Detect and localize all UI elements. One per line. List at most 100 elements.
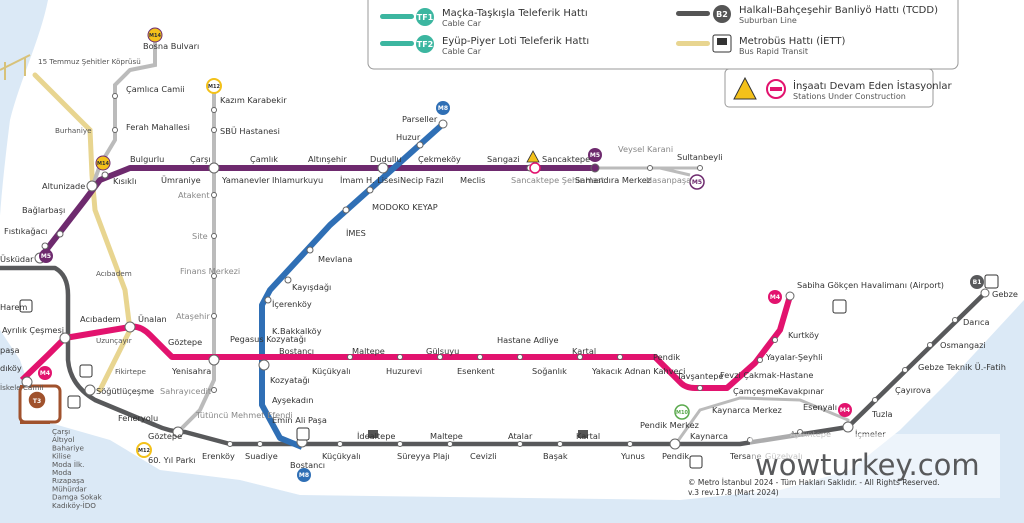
svg-text:dıköy: dıköy — [0, 363, 22, 373]
svg-text:Suadiye: Suadiye — [245, 451, 278, 461]
m5-line — [37, 165, 595, 260]
svg-text:İçerenköy: İçerenköy — [272, 299, 312, 309]
svg-text:Samandıra Merkez: Samandıra Merkez — [575, 175, 651, 185]
svg-text:M4: M4 — [40, 370, 50, 377]
svg-text:Harem: Harem — [0, 302, 27, 312]
svg-text:Kayışdağı: Kayışdağı — [292, 282, 331, 292]
svg-text:Yayalar-Şeyhli: Yayalar-Şeyhli — [765, 352, 823, 362]
svg-text:Atakent: Atakent — [178, 190, 210, 200]
tf2-code: TF2 — [417, 40, 434, 49]
svg-text:Altınşehir: Altınşehir — [308, 154, 347, 164]
svg-text:Çekmeköy: Çekmeköy — [418, 154, 461, 164]
svg-text:Gülsuyu: Gülsuyu — [426, 346, 459, 356]
svg-text:M4: M4 — [840, 407, 850, 414]
svg-text:M12: M12 — [208, 84, 220, 90]
no-entry-icon-sancaktepe — [529, 162, 541, 174]
svg-text:Kozyatağı: Kozyatağı — [270, 375, 310, 385]
svg-text:Küçükyalı: Küçükyalı — [322, 451, 361, 461]
svg-text:Erenköy: Erenköy — [202, 451, 235, 461]
svg-text:M5: M5 — [41, 253, 51, 260]
svg-text:Kartal: Kartal — [576, 431, 600, 441]
legend-panel: TF1 Maçka-Taşkışla Teleferik Hattı Cable… — [367, 0, 959, 70]
watermark: wowturkey.com — [755, 448, 980, 482]
t3-stop-label: Mühürdar — [52, 484, 87, 493]
svg-text:Kavakpınar: Kavakpınar — [778, 386, 825, 396]
t3-stop-label: Moda — [52, 468, 72, 477]
construction-subtitle: Stations Under Construction — [793, 92, 906, 101]
svg-text:Bostancı: Bostancı — [290, 460, 325, 470]
svg-text:M5: M5 — [692, 179, 702, 186]
t3-stop-label: Rızapaşa — [52, 476, 84, 485]
svg-text:Bulgurlu: Bulgurlu — [130, 154, 164, 164]
b2-code: B2 — [716, 10, 728, 19]
svg-text:Çayırova: Çayırova — [895, 385, 931, 395]
svg-text:Tuzla: Tuzla — [871, 409, 893, 419]
tf1-title: Maçka-Taşkışla Teleferik Hattı — [442, 8, 588, 19]
svg-text:M14: M14 — [97, 161, 109, 167]
svg-text:Sancaktepe: Sancaktepe — [542, 154, 590, 164]
construction-warning-icon — [733, 76, 757, 100]
construction-legend: İnşaatı Devam Eden İstasyonlar Stations … — [724, 68, 952, 108]
svg-text:Küçükyalı: Küçükyalı — [312, 366, 351, 376]
bridge-icon — [0, 54, 31, 80]
svg-text:Maltepe: Maltepe — [352, 346, 385, 356]
svg-text:Gebze: Gebze — [992, 289, 1018, 299]
t3-stop-label: Damga Sokak — [52, 493, 103, 502]
svg-text:Kazım Karabekir: Kazım Karabekir — [220, 95, 287, 105]
svg-text:Burhaniye: Burhaniye — [55, 126, 92, 135]
bosphorus-water — [0, 0, 48, 300]
svg-text:Kartal: Kartal — [572, 346, 596, 356]
svg-text:Pegasus Kozyatağı: Pegasus Kozyatağı — [230, 334, 306, 344]
tf1-code: TF1 — [417, 13, 434, 22]
svg-text:Yenisahra: Yenisahra — [171, 366, 211, 376]
svg-text:Acıbadem: Acıbadem — [80, 314, 121, 324]
ferry-icon-harem — [19, 299, 33, 313]
train-icon-gebze — [984, 274, 999, 289]
svg-text:Huzur: Huzur — [396, 132, 421, 142]
marmara-water — [0, 300, 1024, 523]
bus-icon-sogutlu — [79, 364, 93, 378]
svg-text:Uzunçayır: Uzunçayır — [96, 336, 132, 345]
tf1-badge — [416, 8, 434, 26]
svg-text:60. Yıl Parkı: 60. Yıl Parkı — [148, 455, 196, 465]
svg-text:Gebze Teknik Ü.-Fatih: Gebze Teknik Ü.-Fatih — [918, 362, 1006, 372]
svg-text:Ünalan: Ünalan — [138, 314, 167, 324]
tf1-subtitle: Cable Car — [442, 19, 482, 28]
svg-text:Yakacık Adnan Kahveci: Yakacık Adnan Kahveci — [591, 366, 685, 376]
svg-text:MODOKO KEYAP: MODOKO KEYAP — [372, 202, 438, 212]
svg-text:Tavşantepe: Tavşantepe — [676, 371, 723, 381]
svg-text:Kısıklı: Kısıklı — [113, 176, 136, 186]
svg-text:Darıca: Darıca — [963, 317, 989, 327]
airplane-icon — [832, 299, 847, 314]
b2-title: Halkalı-Bahçeşehir Banliyö Hattı (TCDD) — [739, 5, 938, 16]
t3-code: T3 — [33, 398, 41, 405]
ferry-icon-maltepe — [368, 430, 378, 438]
svg-text:paşa: paşa — [0, 345, 20, 355]
svg-text:Bosna Bulvarı: Bosna Bulvarı — [143, 41, 199, 51]
svg-text:Osmangazi: Osmangazi — [940, 340, 986, 350]
svg-text:15 Temmuz Şehitler Köprüsü: 15 Temmuz Şehitler Köprüsü — [38, 57, 141, 66]
svg-text:K.Bakkalköy: K.Bakkalköy — [272, 326, 322, 336]
svg-text:Feneryolu: Feneryolu — [118, 413, 158, 423]
tf2-badge — [416, 35, 434, 53]
ferry-icon-kadikoy — [67, 395, 81, 409]
svg-text:M10: M10 — [676, 410, 688, 416]
copyright-text: © Metro İstanbul 2024 - Tüm Hakları Sakl… — [688, 478, 940, 487]
svg-text:Sabiha Gökçen Havalimanı (Airp: Sabiha Gökçen Havalimanı (Airport) — [797, 280, 944, 290]
svg-text:Atalar: Atalar — [508, 431, 533, 441]
svg-text:M8: M8 — [299, 472, 309, 479]
svg-text:Sultanbeyli: Sultanbeyli — [677, 152, 723, 162]
svg-text:Dudullu: Dudullu — [370, 154, 402, 164]
m8-line — [259, 121, 445, 450]
tf2-title: Eyüp-Piyer Loti Teleferik Hattı — [442, 36, 589, 47]
b2-subtitle: Suburban Line — [739, 16, 797, 25]
svg-text:Çamçeşme: Çamçeşme — [733, 386, 779, 396]
metrobus-title: Metrobüs Hattı (İETT) — [739, 34, 845, 47]
svg-text:Pendik: Pendik — [662, 451, 689, 461]
construction-title: İnşaatı Devam Eden İstasyonlar — [793, 79, 952, 92]
svg-text:M8: M8 — [438, 105, 448, 112]
svg-text:M4: M4 — [770, 294, 780, 301]
svg-text:Necip Fazıl: Necip Fazıl — [400, 175, 444, 185]
svg-text:İmam H. Lisesi: İmam H. Lisesi — [340, 175, 400, 185]
